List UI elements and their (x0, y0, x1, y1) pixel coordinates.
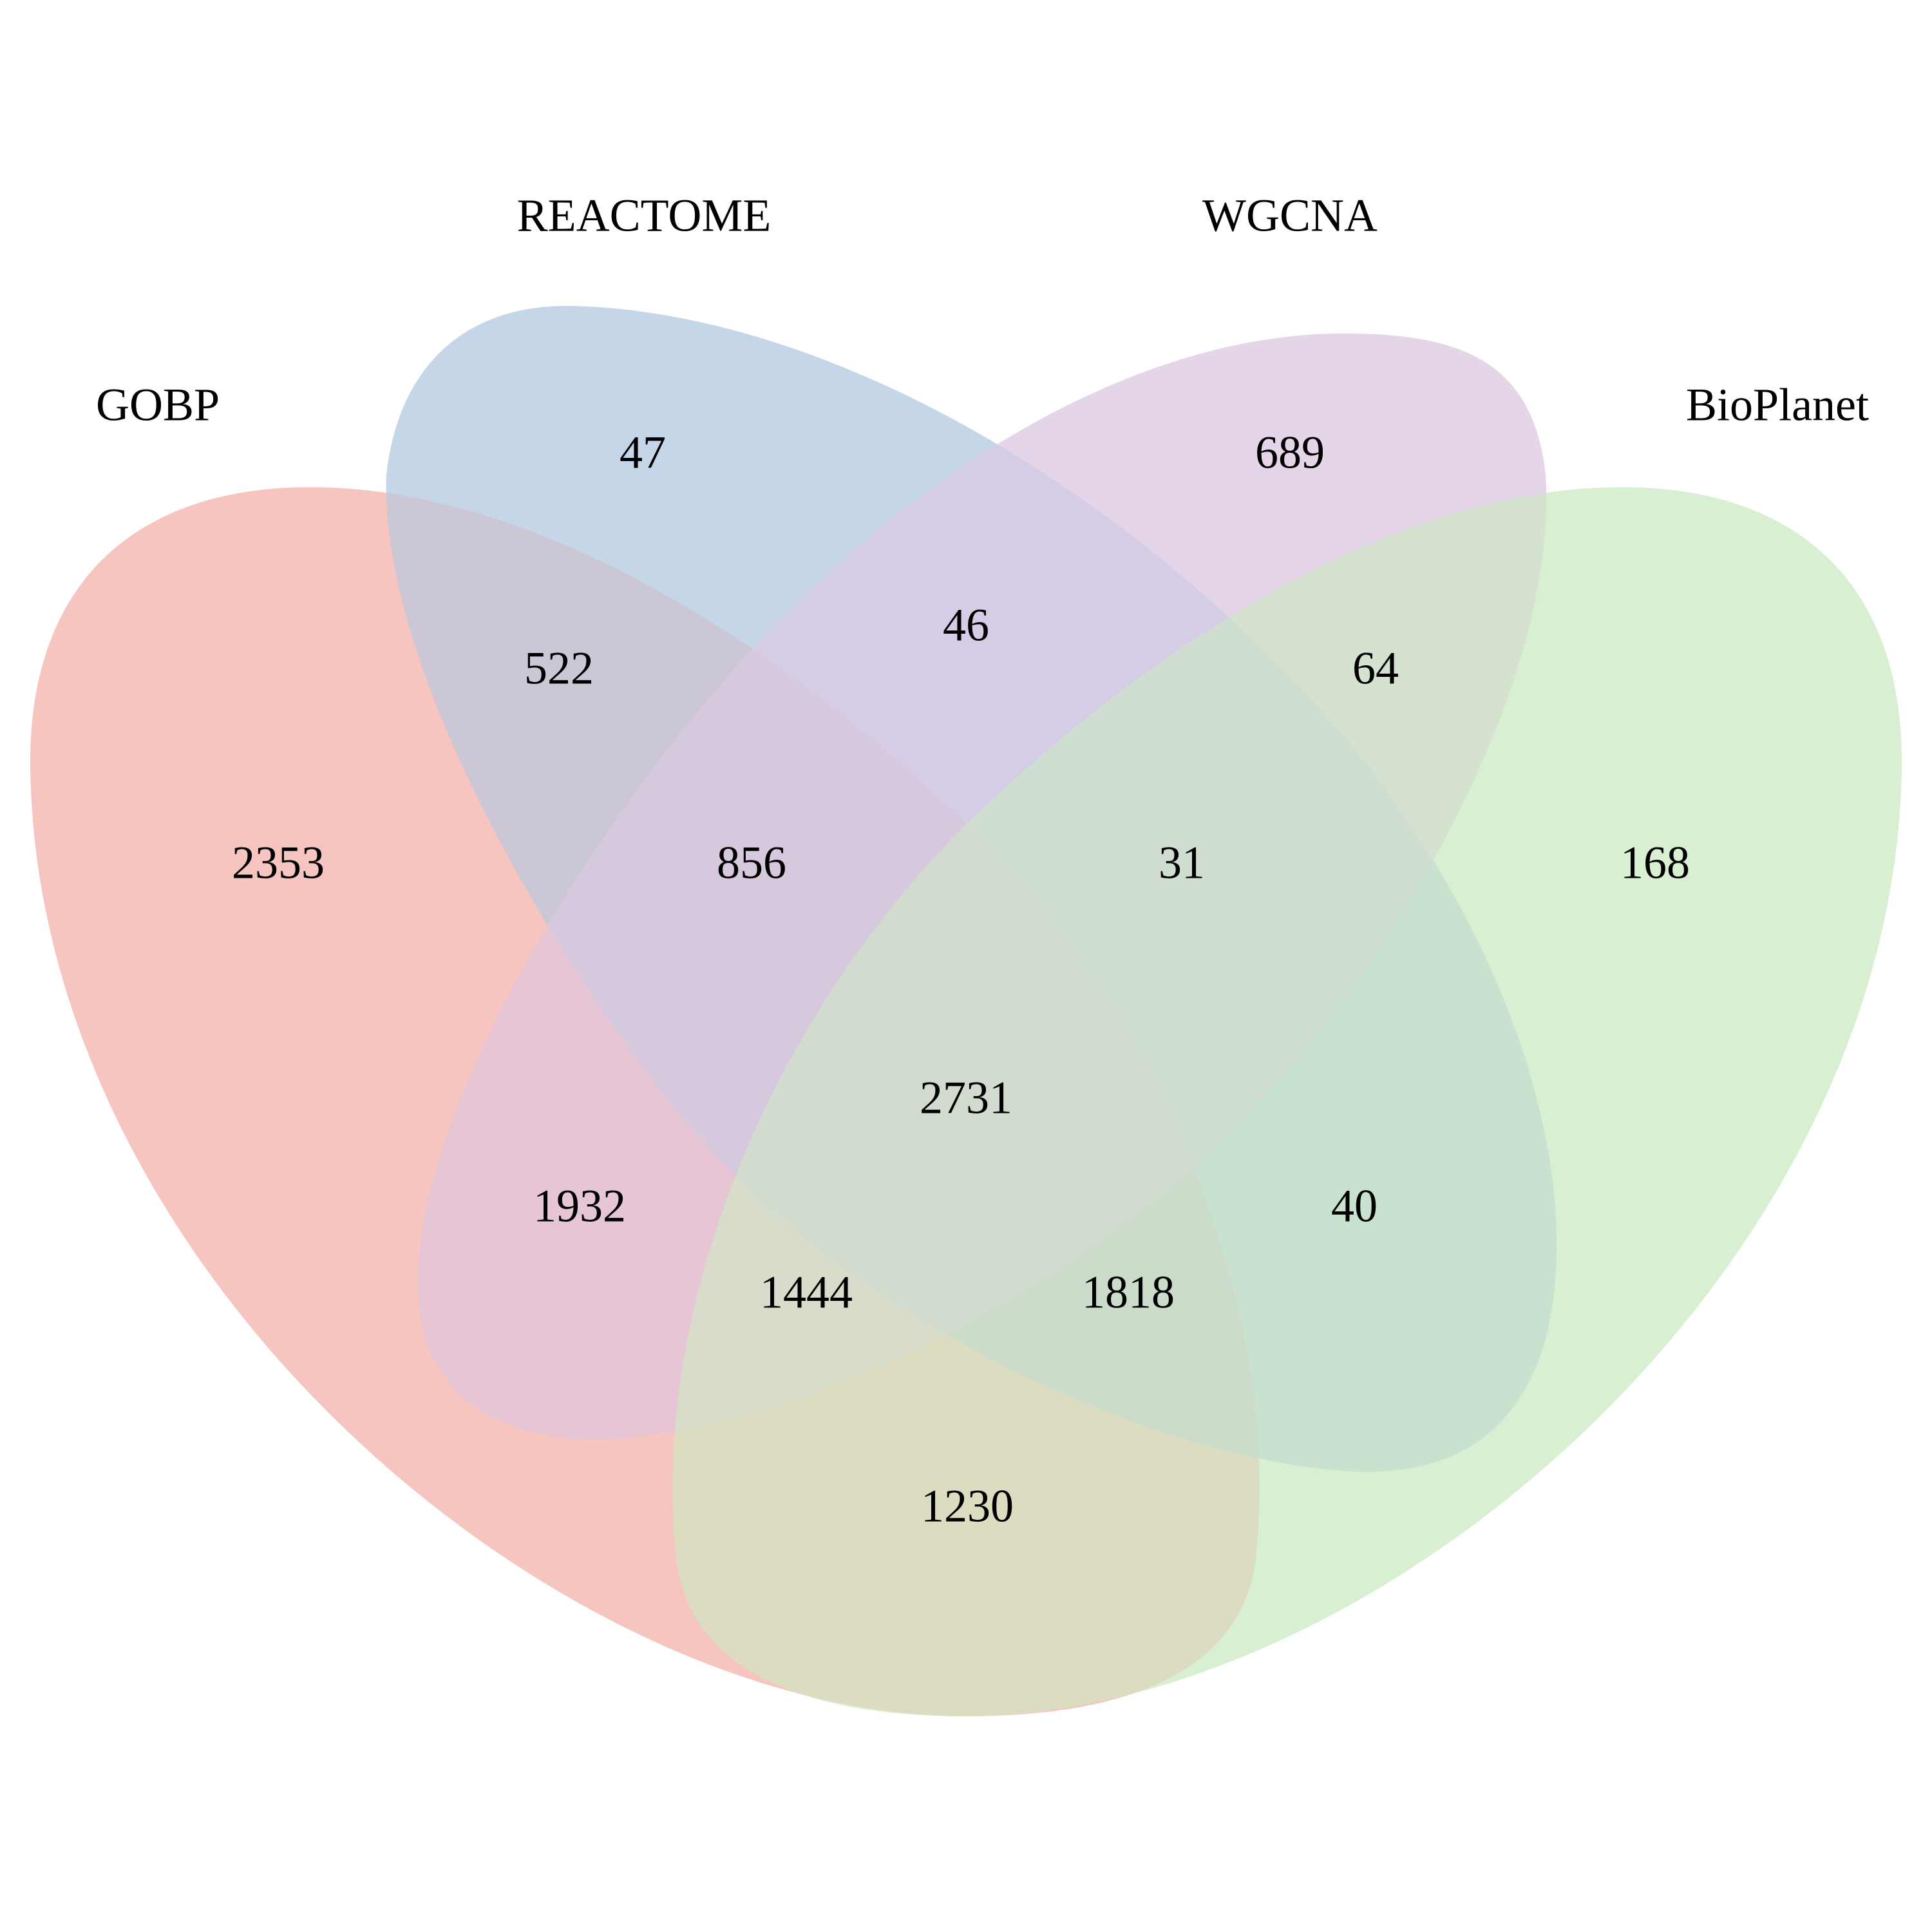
count-reactome-only: 47 (620, 427, 666, 478)
count-gobp-reactome: 522 (524, 643, 594, 694)
count-wgcna-bioplanet: 64 (1352, 643, 1399, 694)
count-bioplanet-only: 168 (1620, 837, 1690, 889)
count-gobp-reactome-wgcna: 856 (717, 837, 786, 889)
count-reactome-wgcna: 46 (943, 600, 989, 651)
count-gobp-only: 2353 (232, 837, 325, 889)
set-labels: GOBP REACTOME WGCNA BioPlanet (96, 190, 1869, 431)
count-gobp-reactome-bioplanet: 1818 (1082, 1267, 1175, 1318)
count-reactome-bioplanet: 40 (1331, 1180, 1378, 1232)
label-wgcna: WGCNA (1202, 190, 1378, 242)
count-reactome-wgcna-bioplanet: 31 (1159, 837, 1205, 889)
label-reactome: REACTOME (517, 190, 772, 242)
count-gobp-wgcna: 1932 (533, 1180, 626, 1232)
label-gobp: GOBP (96, 379, 220, 431)
count-wgcna-only: 689 (1255, 427, 1325, 478)
count-gobp-wgcna-bioplanet: 1444 (760, 1267, 853, 1318)
count-gobp-bioplanet: 1230 (921, 1481, 1014, 1532)
count-all-four: 2731 (920, 1072, 1012, 1124)
region-counts: 2353 47 689 168 522 46 64 856 31 2731 19… (232, 427, 1690, 1532)
label-bioplanet: BioPlanet (1686, 379, 1869, 431)
